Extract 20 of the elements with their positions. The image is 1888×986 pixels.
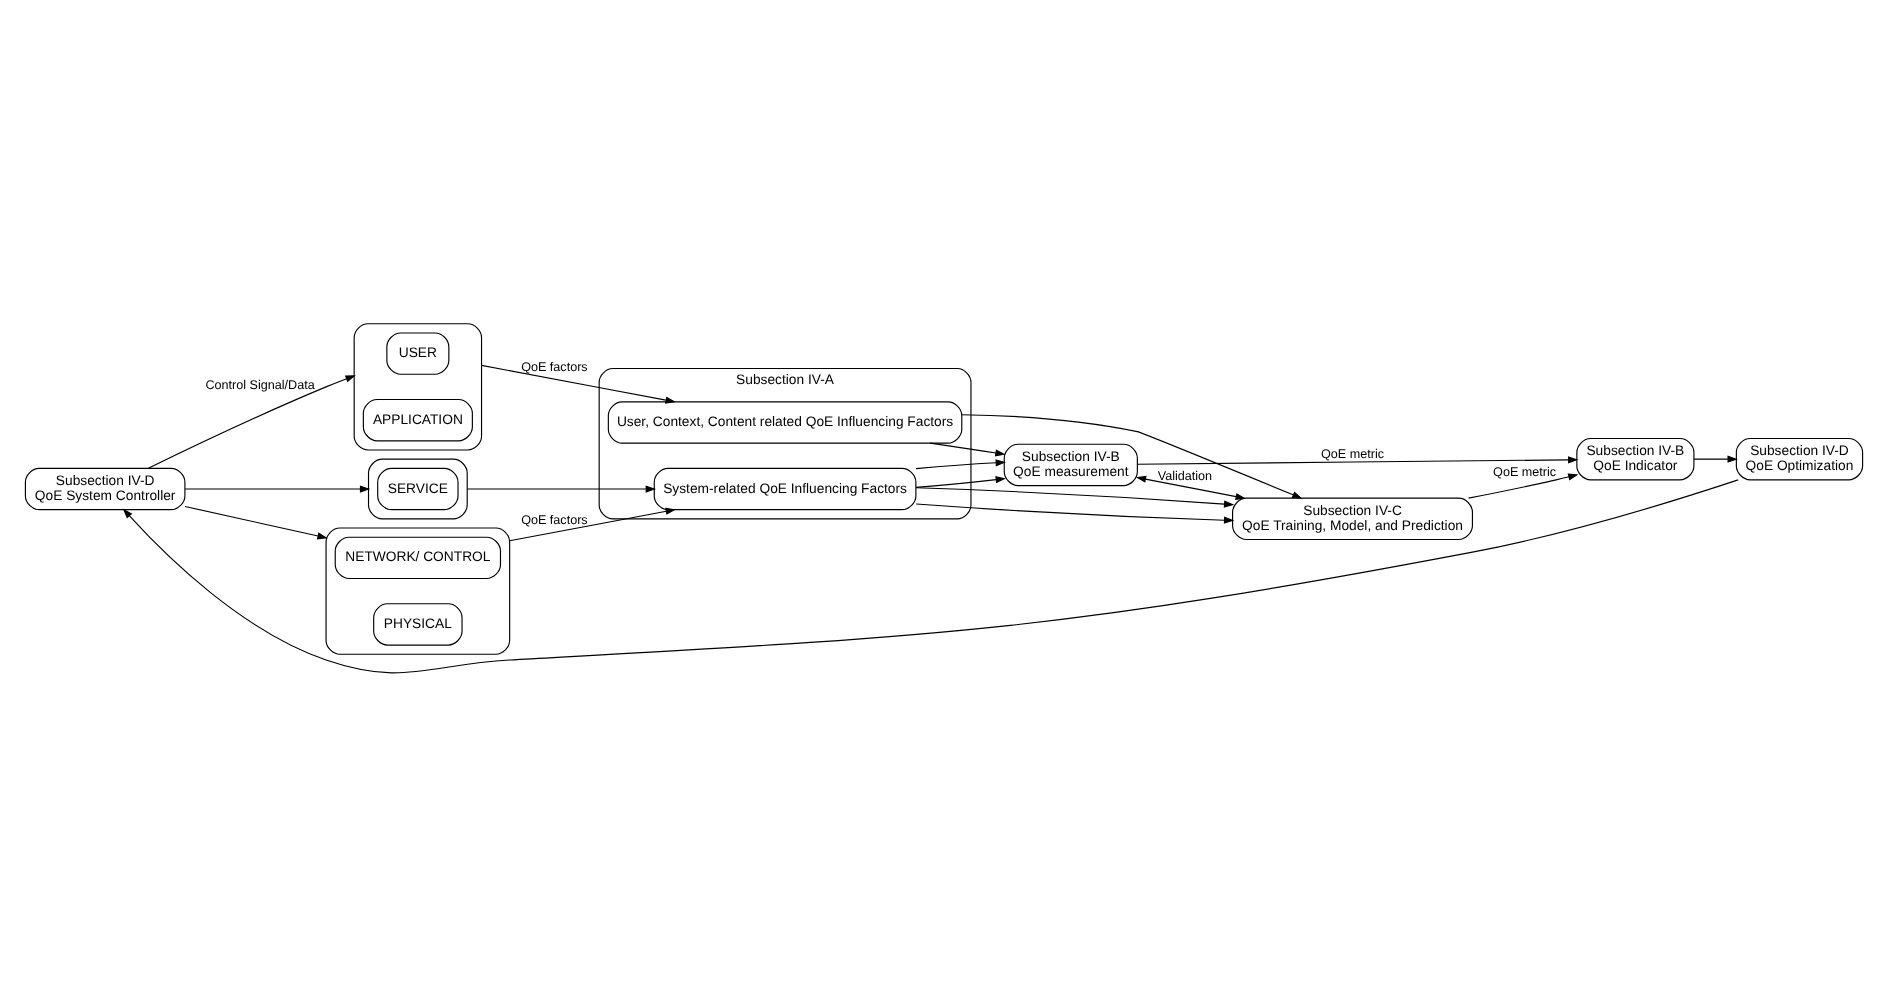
arrow (184, 484, 371, 492)
cluster (353, 322, 483, 450)
cluster (367, 457, 468, 519)
arrow (929, 441, 1006, 456)
arrow (915, 458, 1006, 469)
arrow (961, 413, 1303, 498)
arrow (480, 363, 676, 403)
arrow (915, 486, 1235, 507)
arrow (915, 475, 1006, 487)
arrow (122, 478, 1739, 673)
arrow (1468, 472, 1579, 498)
arrow (184, 504, 328, 539)
arrow (466, 484, 656, 492)
arrow (509, 506, 676, 541)
arrow (915, 502, 1235, 523)
arrow (1693, 454, 1738, 462)
arrow (147, 374, 356, 468)
arrow (1135, 474, 1246, 500)
arrow (1136, 455, 1579, 464)
cluster (325, 526, 511, 654)
